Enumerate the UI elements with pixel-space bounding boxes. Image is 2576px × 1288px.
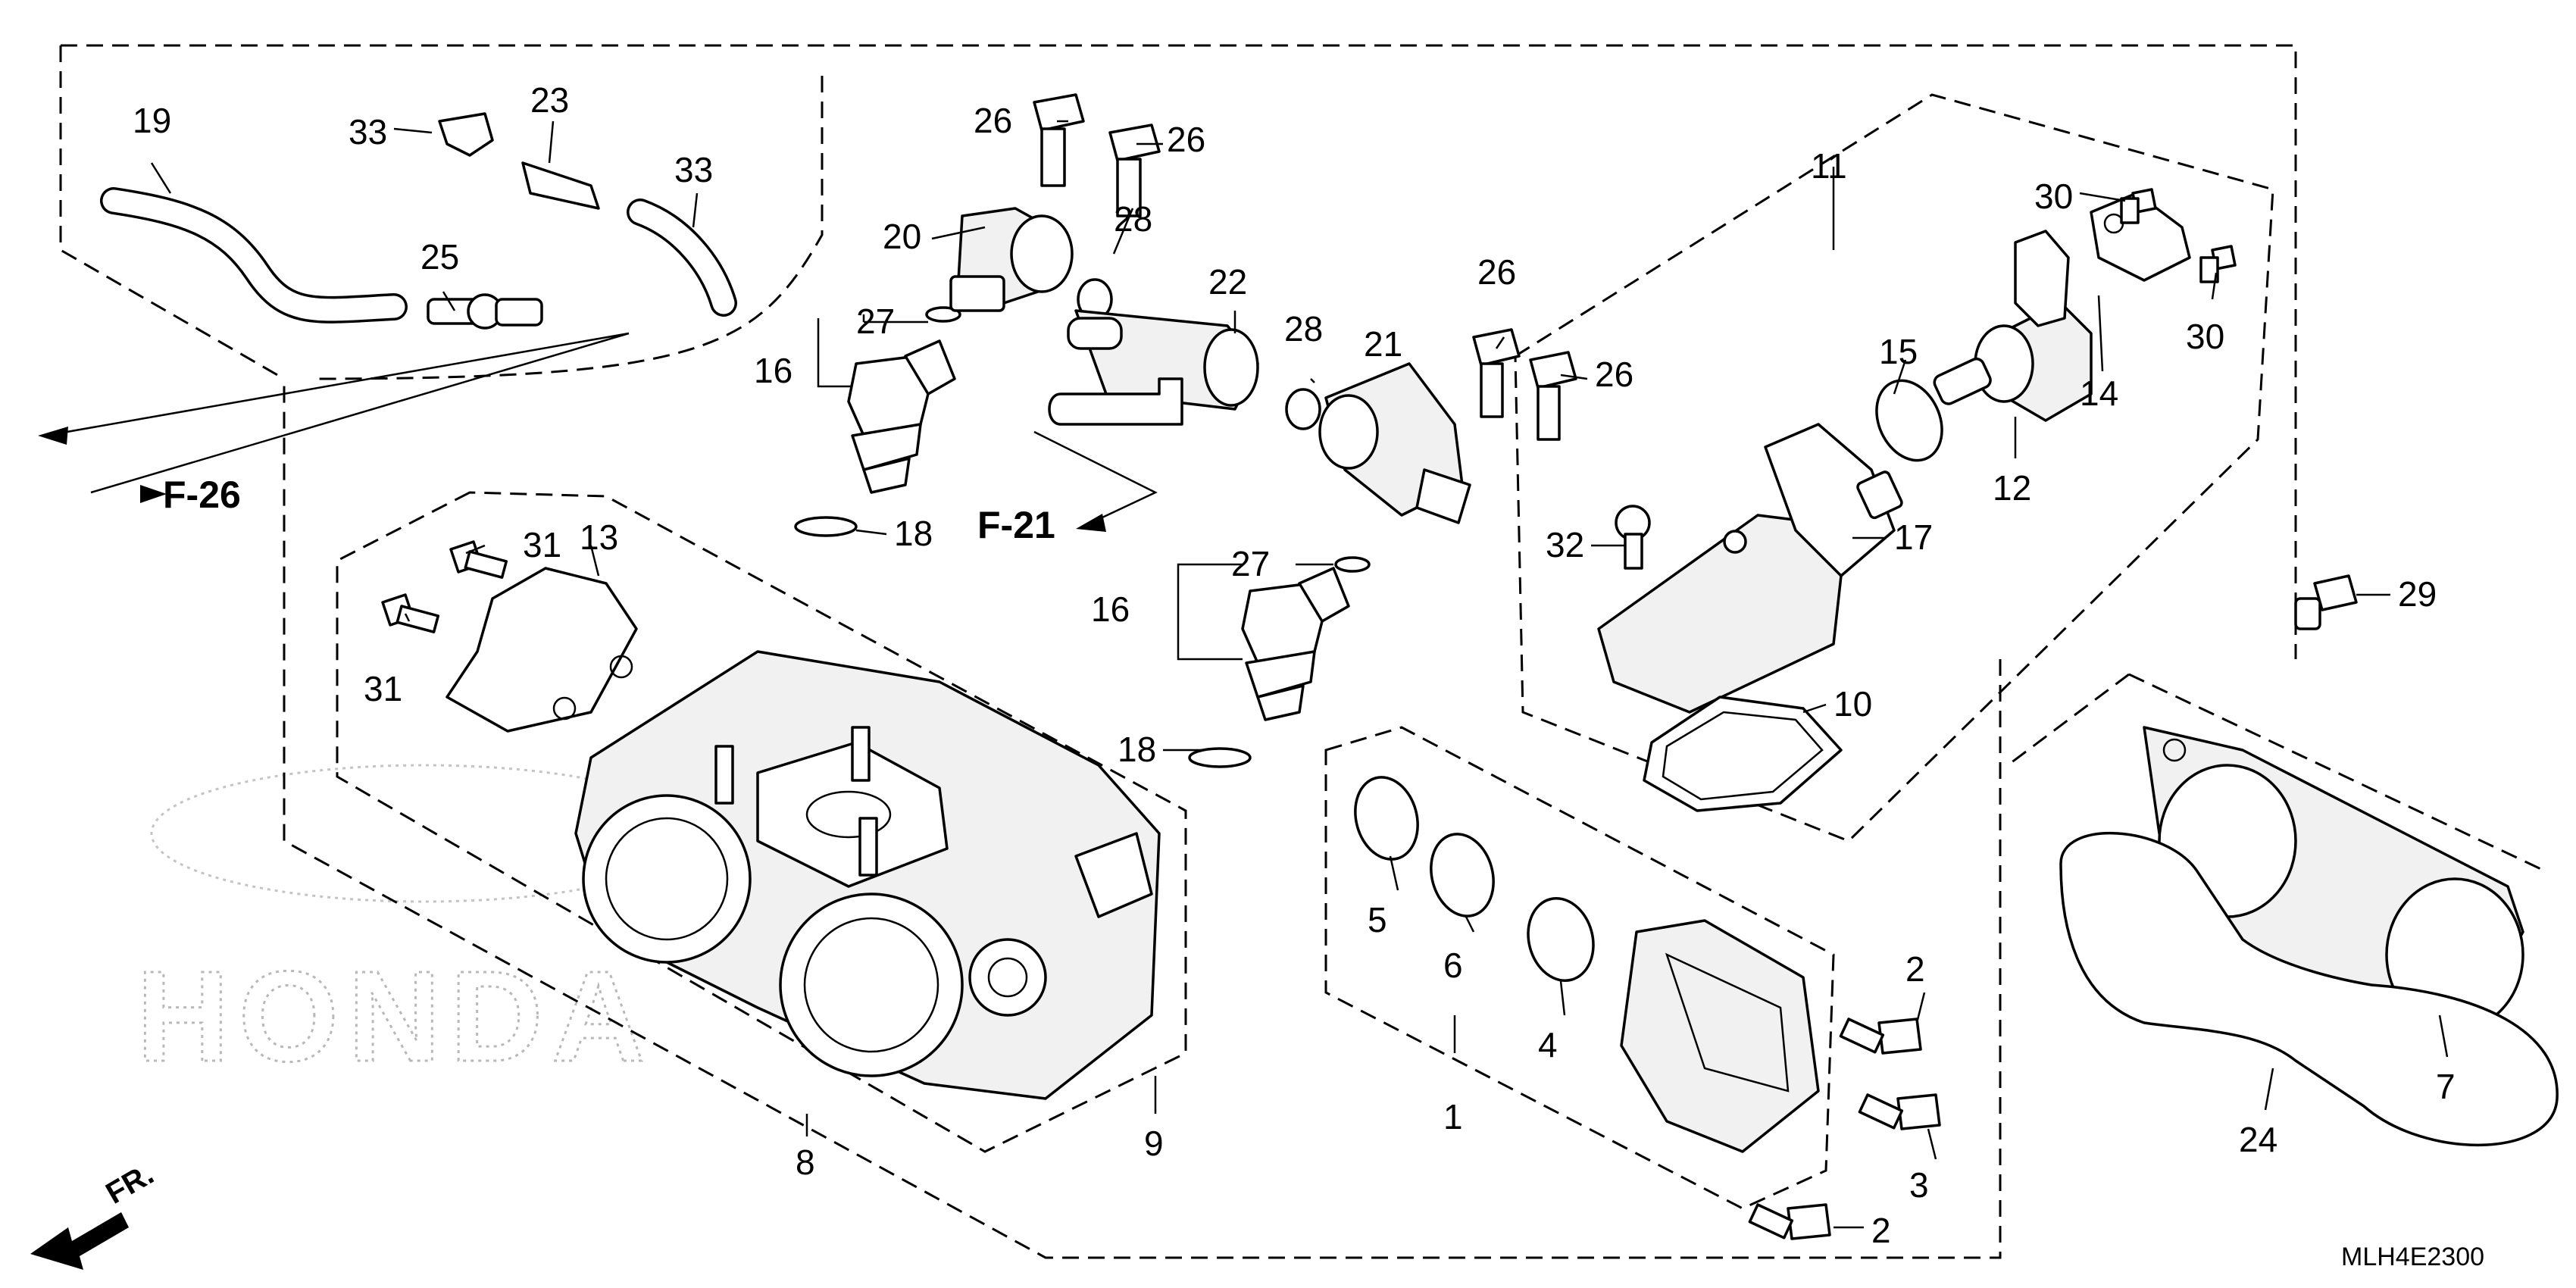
- callout-13: 13: [580, 517, 618, 557]
- callout-31: 31: [364, 669, 402, 708]
- callout-11: 11: [1811, 146, 1847, 186]
- callout-22: 22: [1208, 262, 1247, 302]
- bolts-26: [1033, 93, 1577, 441]
- callout-16: 16: [754, 351, 792, 390]
- cover-gasket-24: [2059, 831, 2559, 1147]
- iacv-body: [1597, 423, 1903, 714]
- callout-19: 19: [133, 101, 171, 140]
- callout-4: 4: [1538, 1025, 1558, 1064]
- callout-6: 6: [1443, 946, 1463, 985]
- callout-1: 1: [1443, 1097, 1463, 1136]
- fuel-feed-joint: [949, 207, 1074, 312]
- f26-reference: F-26: [38, 332, 630, 516]
- callout-8: 8: [796, 1143, 815, 1182]
- svg-text:FR.: FR.: [101, 1157, 160, 1210]
- callout-29: 29: [2398, 574, 2437, 614]
- o-rings-4-5-6: [1354, 776, 1595, 982]
- stepper-motor-12: [1933, 230, 2093, 422]
- hose-group-boundary: [59, 45, 824, 380]
- callout-17: 17: [1894, 517, 1933, 557]
- callout-9: 9: [1144, 1124, 1164, 1163]
- callout-28: 28: [1284, 309, 1323, 349]
- callout-20: 20: [883, 217, 921, 256]
- iacv-group-boundary: [1514, 93, 2274, 843]
- callout-15: 15: [1879, 332, 1918, 371]
- throttle-body-group-boundary: [336, 491, 1187, 1153]
- callout-30: 30: [2034, 177, 2073, 216]
- callout-26: 26: [974, 101, 1012, 140]
- sensor-unit-1: [1620, 919, 1820, 1153]
- fuel-injector-upper: [847, 339, 956, 494]
- sensor-group-boundary: [1324, 726, 1835, 1210]
- callout-18: 18: [894, 514, 933, 553]
- main-group-boundary: [61, 44, 2297, 1259]
- callout-32: 32: [1546, 525, 1584, 564]
- callout-26: 26: [1167, 120, 1205, 159]
- screws-30-32: [1615, 188, 2237, 570]
- callout-14: 14: [2080, 374, 2118, 413]
- callout-31: 31: [523, 525, 561, 564]
- callout-16: 16: [1091, 589, 1130, 629]
- callout-5: 5: [1368, 900, 1387, 939]
- svg-text:HONDA: HONDA: [136, 945, 654, 1089]
- callout-10: 10: [1834, 684, 1872, 724]
- callout-3: 3: [1909, 1165, 1929, 1205]
- callout-27: 27: [856, 302, 895, 341]
- honda-watermark: HONDA: [136, 764, 699, 1090]
- svg-text:F-26: F-26: [163, 474, 241, 516]
- callout-18: 18: [1118, 730, 1156, 769]
- callout-33: 33: [674, 150, 713, 189]
- breather-hose: [100, 187, 737, 324]
- callout-25: 25: [420, 237, 459, 277]
- front-direction-arrow: FR.: [30, 1157, 159, 1270]
- fuel-connector-21: [1318, 362, 1471, 524]
- connector-bracket-13: [445, 567, 638, 733]
- screws-2-3: [1748, 1018, 1941, 1240]
- callout-21: 21: [1364, 324, 1402, 364]
- throttle-body: [574, 650, 1161, 1100]
- callout-23: 23: [530, 80, 569, 120]
- callout-30: 30: [2186, 317, 2224, 356]
- f21-reference: F-21: [977, 430, 1158, 546]
- fuel-injector-lower: [1241, 567, 1350, 721]
- callout-7: 7: [2436, 1067, 2456, 1106]
- callout-2: 2: [1905, 949, 1925, 989]
- callout-26: 26: [1477, 252, 1516, 292]
- svg-text:F-21: F-21: [977, 504, 1055, 546]
- callout-27: 27: [1231, 544, 1270, 583]
- diagram-code: MLH4E2300: [2341, 1243, 2484, 1271]
- callout-leaders: [150, 120, 2449, 1229]
- iacv-gasket-10: [1643, 696, 1843, 812]
- callout-2: 2: [1871, 1211, 1891, 1250]
- callout-24: 24: [2239, 1120, 2277, 1159]
- o-ring-15: [1875, 379, 1943, 462]
- bolt-29: [2294, 574, 2358, 630]
- fuel-rail-tee: [1048, 309, 1259, 426]
- callout-28: 28: [1114, 199, 1152, 239]
- injector-seals: [794, 278, 1371, 768]
- callout-26: 26: [1595, 355, 1633, 394]
- callout-labels: 19 33 23 33 25 26 26 20 28 22 28 21 26 2…: [133, 80, 2456, 1250]
- hose-joint: [427, 112, 600, 330]
- callout-33: 33: [349, 112, 387, 152]
- callout-12: 12: [1993, 468, 2031, 508]
